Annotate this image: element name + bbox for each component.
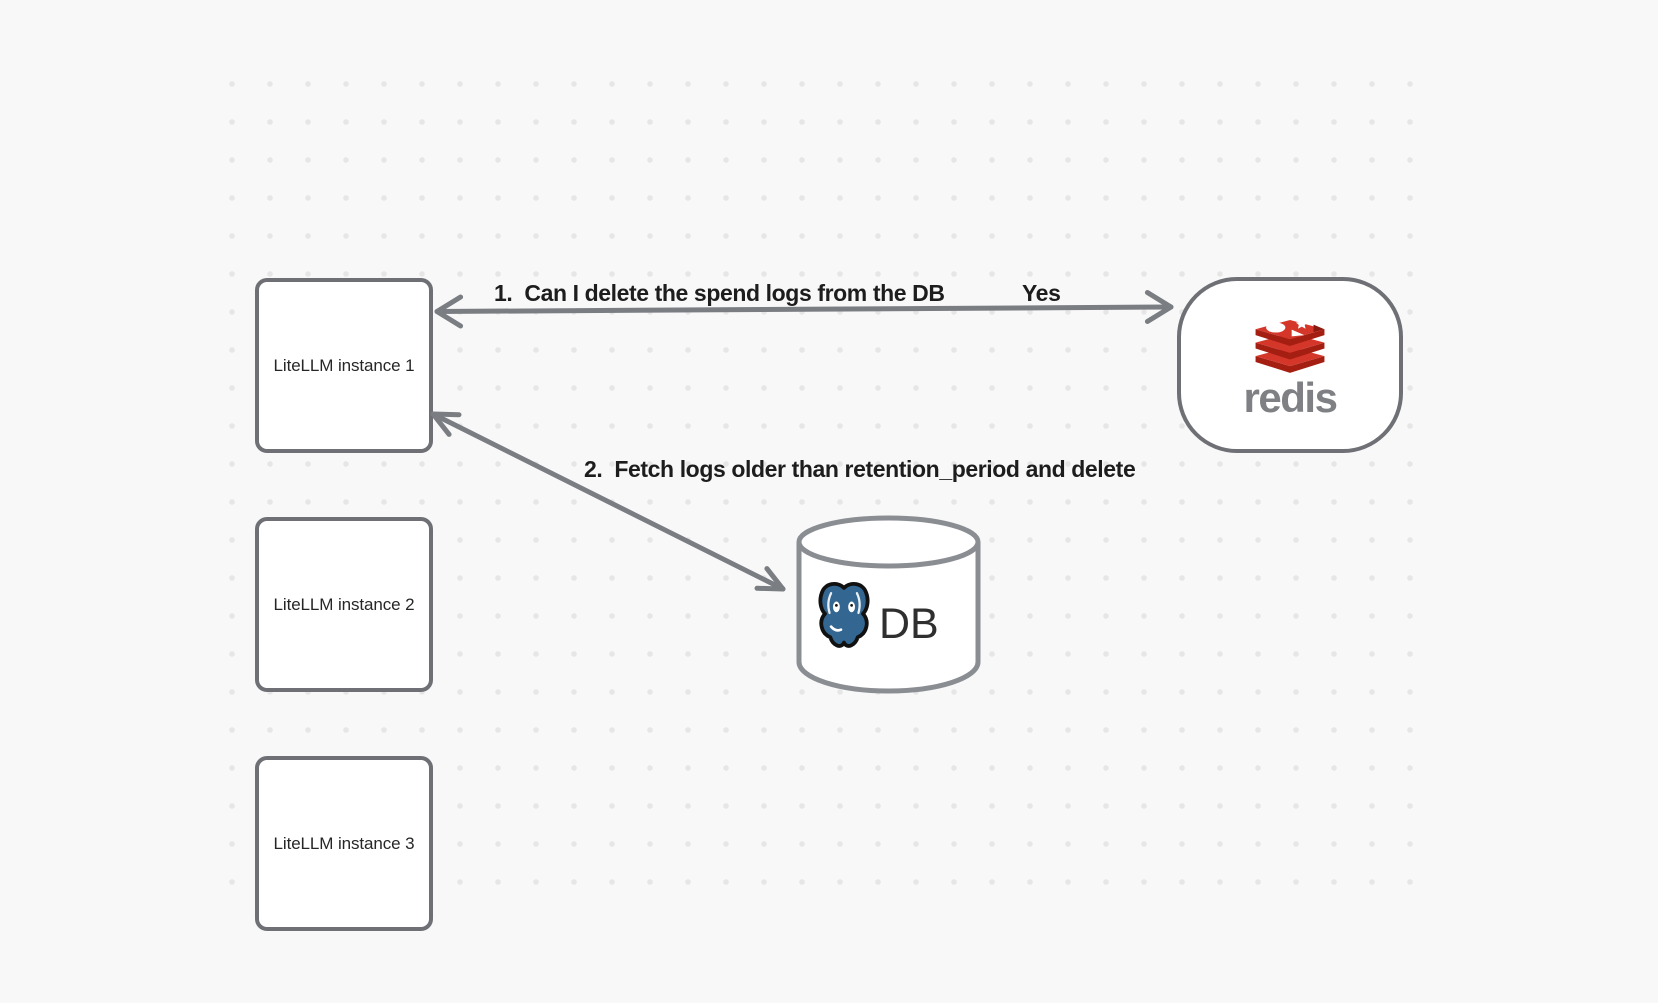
node-label: LiteLLM instance 3 [273, 833, 415, 853]
db-label: DB [879, 599, 939, 648]
flow-2-label: 2. Fetch logs older than retention_perio… [584, 456, 1136, 482]
flow-1-reply-label: Yes [1022, 280, 1061, 306]
db-cylinder [796, 515, 981, 694]
litellm-instance-3-node: LiteLLM instance 3 [255, 756, 433, 931]
redis-node: redis [1177, 277, 1403, 453]
litellm-instance-2-node: LiteLLM instance 2 [255, 517, 433, 692]
node-label: LiteLLM instance 1 [273, 355, 415, 375]
redis-wordmark: redis [1243, 374, 1338, 421]
redis-logo-icon [1255, 318, 1325, 373]
node-label: LiteLLM instance 2 [273, 594, 415, 614]
litellm-instance-1-node: LiteLLM instance 1 [255, 278, 433, 453]
flow-1-label: 1. Can I delete the spend logs from the … [494, 280, 945, 306]
postgresql-elephant-icon [818, 582, 870, 648]
db-node-content: DB [806, 578, 939, 654]
